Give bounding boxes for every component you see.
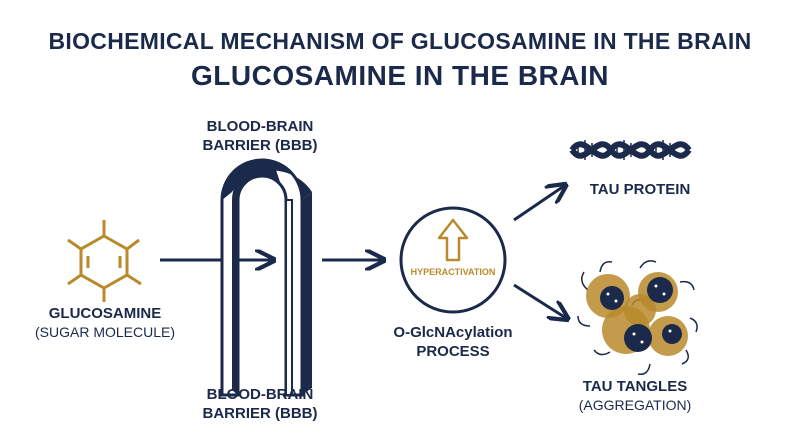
bbb-bottom-line-2: BARRIER (BBB) [202, 405, 318, 422]
glucosamine-name: GLUCOSAMINE [48, 305, 162, 322]
bbb-bottom-label: BLOOD-BRAIN BARRIER (BBB) [175, 385, 345, 423]
arrow-to-tau-tangles [513, 283, 566, 318]
bbb-bottom-line-1: BLOOD-BRAIN [206, 386, 314, 403]
glucosamine-label: GLUCOSAMINE (SUGAR MOLECULE) [25, 304, 185, 342]
bbb-top-label: BLOOD-BRAIN BARRIER (BBB) [175, 117, 345, 155]
process-label: O-GlcNAcylation PROCESS [373, 323, 533, 361]
arrow-to-tau-protein [513, 186, 564, 222]
tangles-icon [577, 260, 698, 376]
process-line-2: PROCESS [416, 343, 490, 360]
tau-protein-label: TAU PROTEIN [589, 181, 691, 198]
tau-tangles-label: TAU TANGLES (AGGREGATION) [565, 377, 705, 415]
tau-tangles-desc: (AGGREGATION) [578, 397, 692, 413]
title-line-1: BIOCHEMICAL MECHANISM OF GLUCOSAMINE IN … [48, 28, 752, 54]
glucosamine-desc: (SUGAR MOLECULE) [34, 324, 176, 340]
dna-helix-icon [569, 140, 692, 160]
bbb-top-line-1: BLOOD-BRAIN [206, 118, 314, 135]
tau-tangles-name: TAU TANGLES [582, 378, 688, 395]
hyperactivation-badge: HYPERACTIVATION [410, 267, 496, 277]
arch-barrier-icon [220, 158, 312, 397]
bbb-top-line-2: BARRIER (BBB) [202, 137, 318, 154]
title-line-2: GLUCOSAMINE IN THE BRAIN [191, 60, 609, 91]
process-line-1: O-GlcNAcylation [393, 324, 513, 341]
glucose-molecule-icon [67, 220, 142, 302]
up-arrow-icon [437, 218, 469, 262]
